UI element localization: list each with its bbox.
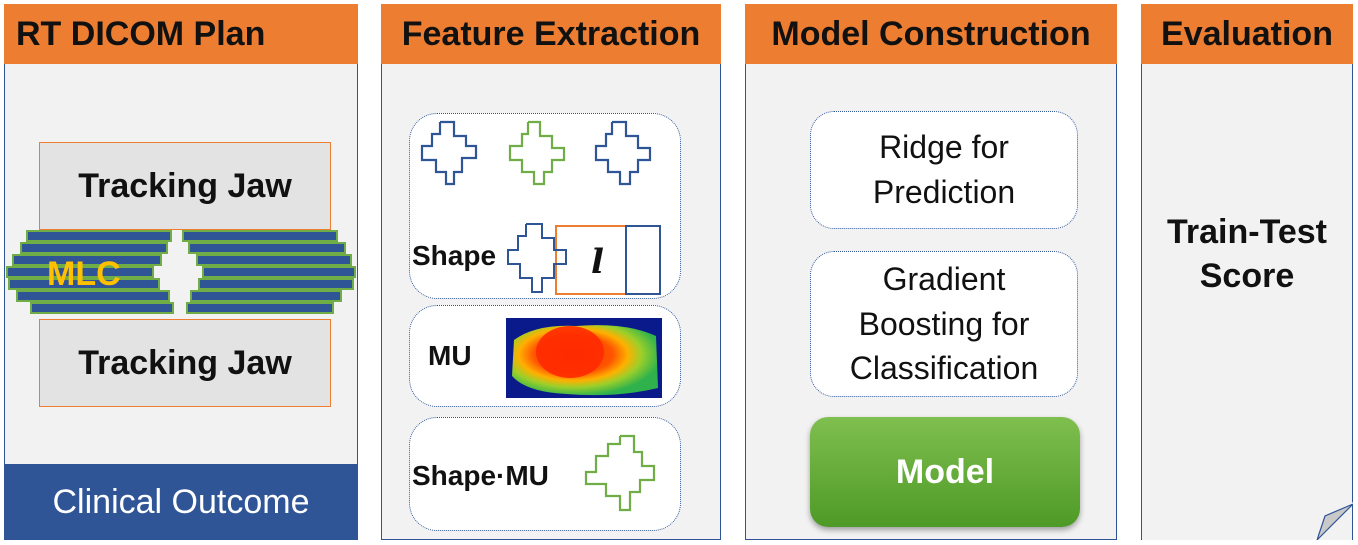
mlc-leaf: [20, 242, 168, 254]
field-edge: [625, 225, 661, 295]
plan-panel: RT DICOM Plan Tracking Jaw Tracking Jaw …: [4, 4, 358, 540]
mlc-leaf: [190, 290, 342, 302]
mlc-leaf: [188, 242, 346, 254]
gb-line1: Gradient: [882, 260, 1006, 297]
gb-line3: Classification: [849, 350, 1039, 387]
length-bar: [555, 225, 661, 295]
aperture-shape-icon: [508, 120, 566, 186]
aperture-shape-icon: [507, 223, 567, 293]
ridge-line1: Ridge for: [879, 129, 1009, 166]
mlc-leaf: [202, 266, 356, 278]
tracking-jaw-top: Tracking Jaw: [39, 142, 331, 230]
train-test-score: Train-Test Score: [1142, 210, 1352, 298]
mlc-leaf: [198, 278, 354, 290]
mlc-leaf: [26, 230, 172, 242]
mlc-leaf: [186, 302, 334, 314]
aperture-shape-icons: [420, 120, 652, 186]
plan-header: RT DICOM Plan: [4, 4, 358, 64]
folded-corner-flap: [1316, 503, 1353, 540]
evaluation-header: Evaluation: [1141, 4, 1353, 64]
length-symbol: l: [591, 242, 604, 282]
weighted-shape-diagram: [584, 434, 656, 512]
mlc-label: MLC: [47, 255, 121, 293]
shape-label: Shape: [412, 240, 497, 271]
clinical-outcome: Clinical Outcome: [4, 464, 358, 540]
gb-line2: Boosting for: [858, 305, 1030, 342]
mlc-leaf: [12, 254, 162, 266]
model-button[interactable]: Model: [810, 417, 1080, 527]
mu-heatmap: [506, 318, 662, 398]
dose-hotspot: [536, 326, 604, 378]
features-panel: Feature Extraction Shape l MU: [381, 4, 721, 540]
evaluation-panel: Evaluation Train-Test Score: [1141, 4, 1353, 540]
mu-label: MU: [428, 340, 472, 371]
gradient-boosting-box: Gradient Boosting for Classification: [810, 251, 1078, 397]
mlc-leaf: [8, 278, 160, 290]
eval-line2: Score: [1199, 257, 1295, 296]
aperture-shape-icon: [584, 434, 656, 512]
aperture-shape-icon: [594, 120, 652, 186]
tracking-jaw-bottom: Tracking Jaw: [39, 319, 331, 407]
ridge-box: Ridge for Prediction: [810, 111, 1078, 229]
ridge-line2: Prediction: [872, 174, 1016, 210]
mlc-leaf: [16, 290, 170, 302]
mlc-leaves: [6, 230, 356, 314]
mlc-leaf: [182, 230, 338, 242]
mlc-leaf: [196, 254, 352, 266]
mlc-leaf: [30, 302, 174, 314]
shape-length-diagram: [507, 223, 661, 295]
mu-feature-box: MU: [409, 305, 681, 407]
shape-feature-box: Shape l: [409, 113, 681, 299]
shape-mu-label: Shape·MU: [412, 460, 549, 491]
aperture-shape-icon: [420, 120, 478, 186]
shape-mu-feature-box: Shape·MU: [409, 417, 681, 531]
folded-corner-icon: [1313, 502, 1353, 540]
features-header: Feature Extraction: [381, 4, 721, 64]
model-header: Model Construction: [745, 4, 1117, 64]
mlc-leaf: [6, 266, 154, 278]
eval-line1: Train-Test: [1167, 213, 1327, 251]
model-panel: Model Construction Ridge for Prediction …: [745, 4, 1117, 540]
